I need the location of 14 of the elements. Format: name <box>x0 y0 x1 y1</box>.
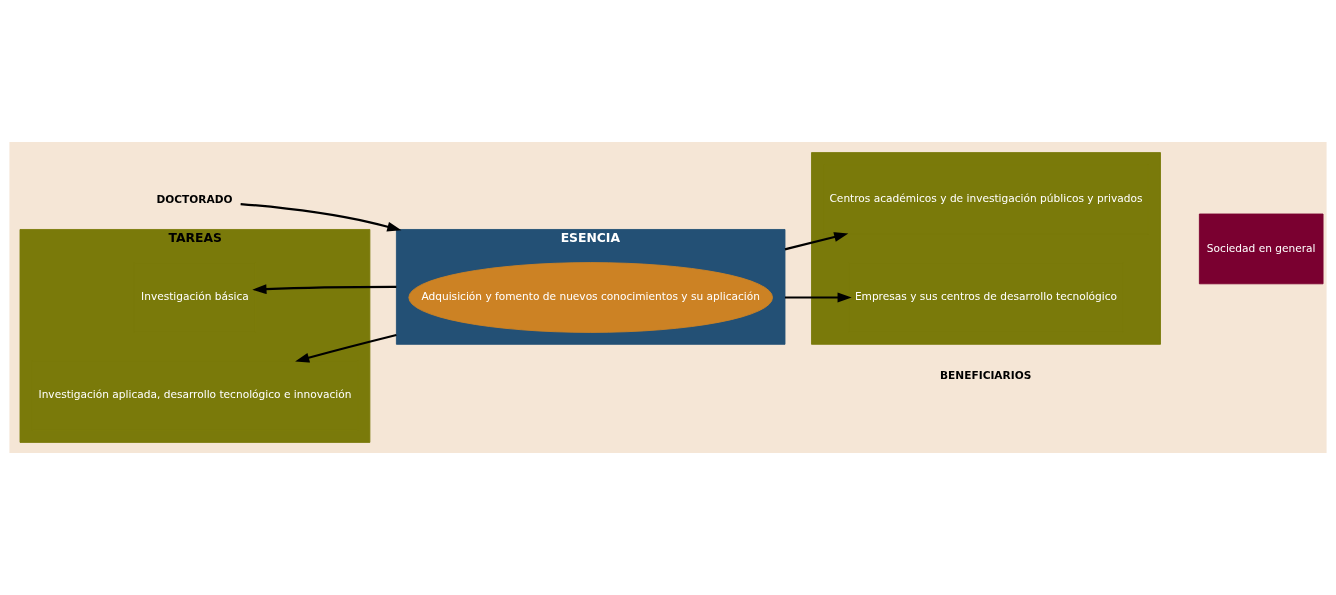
node-text: Empresas y sus centros de desarrollo tecnológico <box>854 290 1118 303</box>
node-text: Investigación básica <box>141 290 249 303</box>
node-ellipse: Adquisición y fomento de nuevos conocimientos y su aplicación <box>408 262 773 333</box>
arrow <box>295 333 397 363</box>
cluster <box>811 152 1161 345</box>
node-text: Investigación aplicada, desarrollo tecnológico e innovación <box>38 388 352 401</box>
arrow <box>785 292 852 303</box>
arrow <box>252 284 397 295</box>
arrow <box>240 202 402 232</box>
node-box: Sociedad en general <box>1198 213 1324 285</box>
node-text: Centros académicos y de investigación públicos y privados <box>829 192 1143 205</box>
node-text: DOCTORADO <box>156 193 233 206</box>
arrow <box>784 232 849 251</box>
label: BENEFICIARIOS <box>940 368 1032 381</box>
